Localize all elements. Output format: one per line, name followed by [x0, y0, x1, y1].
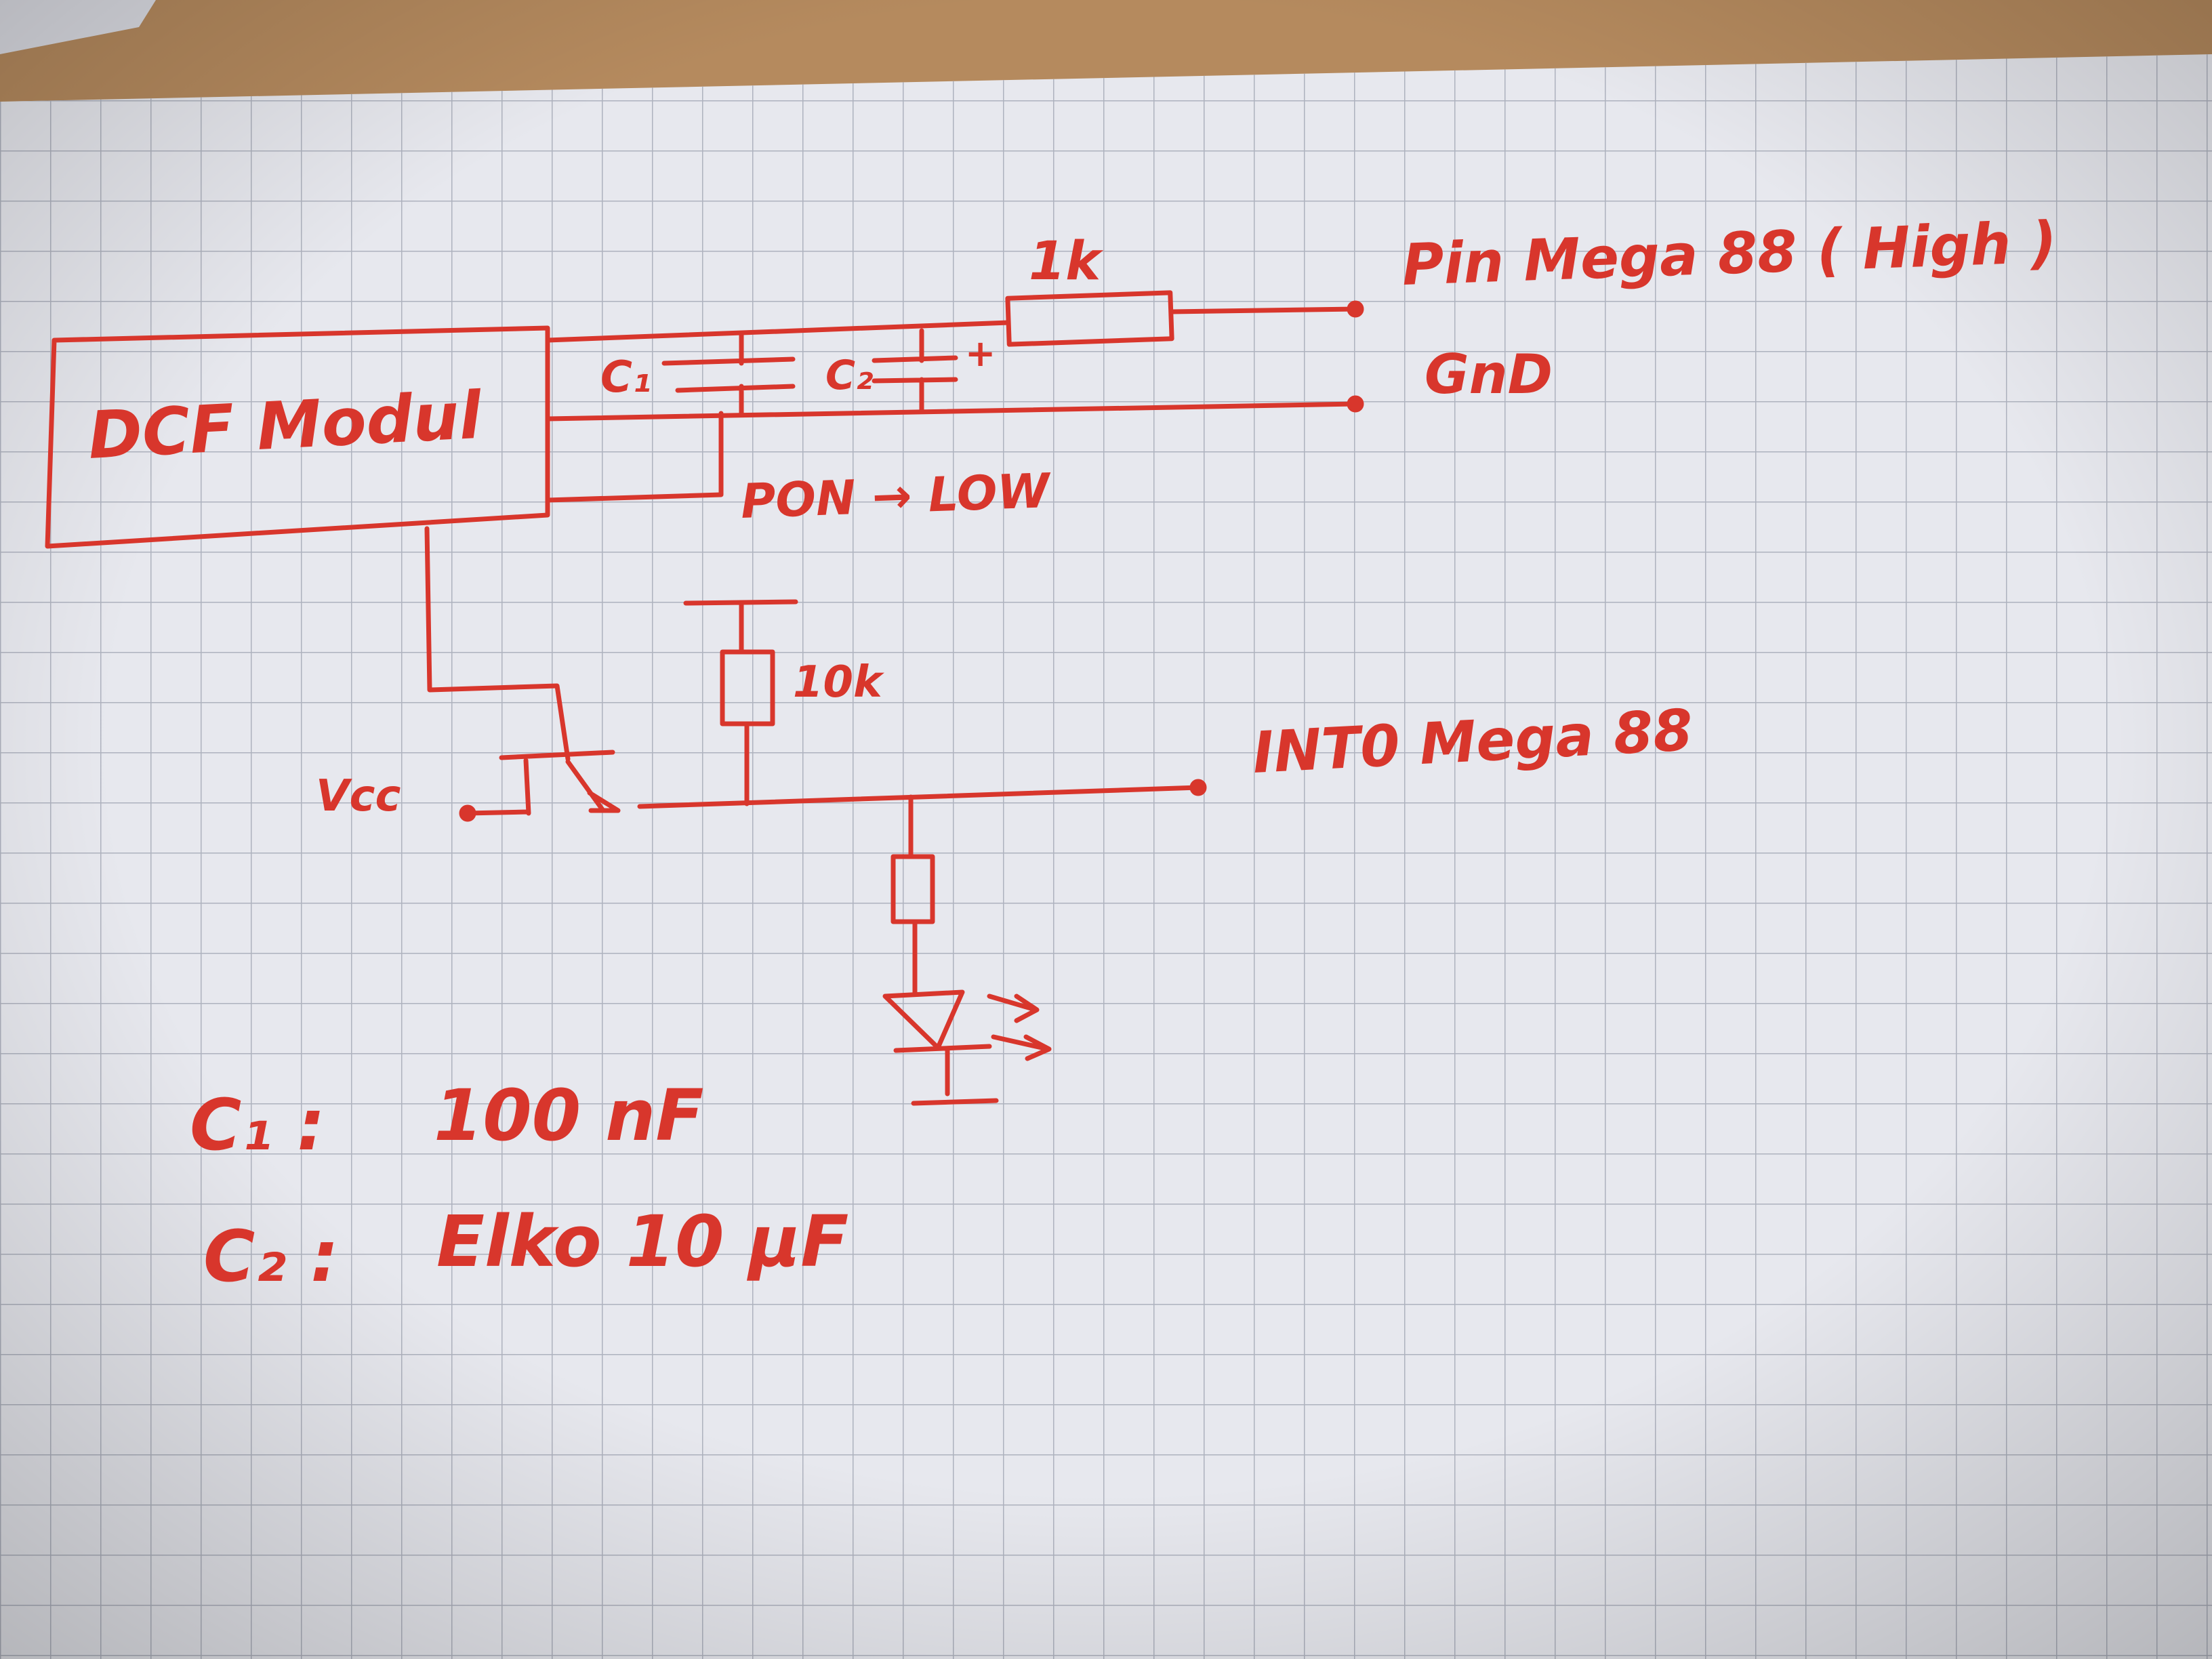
dcf-module-box [45, 325, 550, 549]
note-c1-value: 100 nF [434, 1074, 703, 1157]
c2-label: C₂ [825, 352, 873, 399]
transistor [465, 750, 621, 816]
schematic-lines [45, 290, 1364, 1106]
pon-wire [545, 411, 724, 503]
signal-wire [545, 320, 1011, 343]
pin-terminal [1347, 300, 1364, 318]
capacitor-c1 [661, 332, 796, 417]
c1-label: C₁ [600, 352, 651, 403]
signal-wire-out [1168, 306, 1358, 314]
gnd-terminal [1347, 395, 1364, 413]
led-diode [882, 989, 999, 1106]
resistor-1k [1005, 290, 1174, 347]
c2-polarity-label: + [965, 332, 996, 375]
capacitor-c2 [872, 328, 958, 413]
pon-low-label: PON → LOW [740, 463, 1053, 529]
gnd-wire [545, 401, 1358, 422]
note-c2-name: C₂ : [203, 1215, 339, 1298]
led-arrows [987, 994, 1052, 1061]
component-notes: C₁ : 100 nF C₂ : Elko 10 µF [190, 1074, 848, 1298]
vcc-terminal [459, 804, 476, 822]
int-wire [637, 785, 1201, 809]
note-c2-value: Elko 10 µF [436, 1200, 848, 1283]
note-c1-name: C₁ : [190, 1084, 325, 1166]
resistor-1k-label: 1k [1029, 231, 1103, 292]
resistor-10k-label: 10k [793, 657, 884, 708]
vcc-label: Vcc [316, 771, 401, 821]
gnd-label: GnD [1425, 343, 1553, 406]
module-to-transistor [424, 526, 571, 762]
pullup-supply [683, 599, 798, 655]
int-terminal [1189, 779, 1207, 796]
